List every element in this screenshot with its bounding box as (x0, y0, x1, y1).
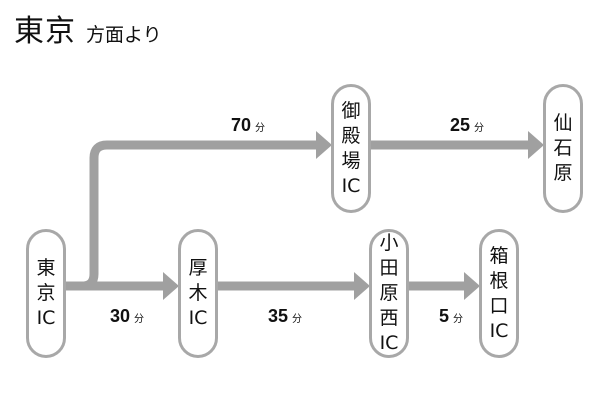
node-char: 西 (379, 307, 399, 329)
node-tokyo-ic: 東 京 IC (26, 229, 66, 358)
node-char: IC (489, 319, 509, 342)
node-char: 場 (341, 149, 361, 172)
arrowhead-atsugi (163, 272, 179, 300)
time-unit: 分 (134, 314, 145, 325)
time-value: 5 (439, 306, 450, 326)
node-char: 厚 (188, 257, 208, 279)
node-atsugi-ic: 厚 木 IC (178, 229, 218, 358)
arrowhead-gotemba (316, 131, 332, 159)
time-value: 70 (231, 115, 252, 135)
node-char: 京 (36, 282, 56, 304)
node-char: 木 (188, 282, 208, 304)
node-char: 根 (489, 269, 509, 292)
node-char: 仙 (553, 112, 573, 134)
title-main: 東京 (14, 14, 76, 49)
arrowhead-sengokuhara (528, 131, 544, 159)
node-gotemba-ic: 御 殿 場 IC (331, 84, 371, 213)
node-char: 原 (379, 282, 399, 304)
node-char: IC (188, 307, 208, 329)
arrowhead-odawara (354, 272, 370, 300)
node-char: 東 (36, 257, 56, 279)
node-sengokuhara: 仙 石 原 (543, 84, 583, 213)
node-char: IC (379, 332, 399, 354)
arrowhead-hakone (464, 272, 480, 300)
time-unit: 分 (474, 123, 485, 134)
time-unit: 分 (255, 123, 266, 134)
node-char: IC (341, 174, 361, 197)
page-title: 東京方面より (14, 6, 162, 50)
time-unit: 分 (292, 314, 303, 325)
node-char: 原 (553, 162, 573, 184)
node-char: 御 (341, 99, 361, 122)
node-char: 箱 (489, 244, 509, 267)
node-char: 石 (553, 137, 573, 159)
title-subtitle: 方面より (86, 24, 162, 46)
node-char: 殿 (341, 124, 361, 147)
node-char: 口 (489, 294, 509, 317)
node-odawara-nishi-ic: 小 田 原 西 IC (369, 229, 409, 358)
time-unit: 分 (453, 314, 464, 325)
node-char: IC (36, 307, 56, 329)
time-value: 25 (450, 115, 471, 135)
time-value: 30 (110, 306, 131, 326)
node-char: 田 (379, 257, 399, 279)
time-value: 35 (268, 306, 289, 326)
node-char: 小 (379, 232, 399, 254)
node-hakoneguchi-ic: 箱 根 口 IC (479, 229, 519, 358)
